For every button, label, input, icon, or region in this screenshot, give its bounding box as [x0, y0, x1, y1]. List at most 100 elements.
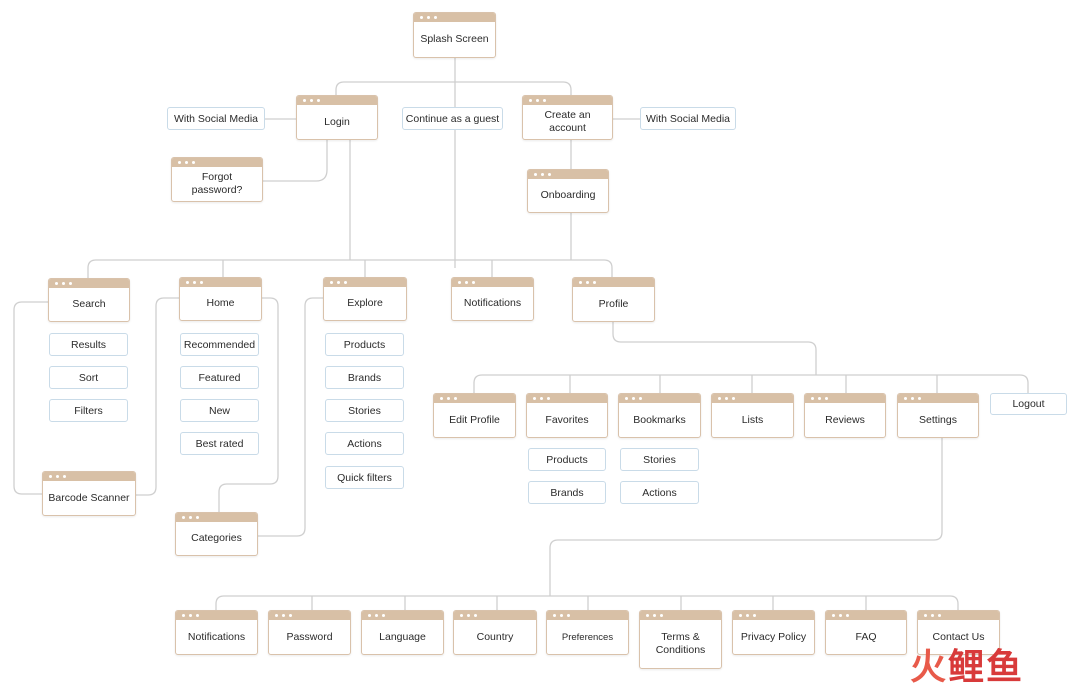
- home-item-featured[interactable]: Featured: [180, 366, 259, 389]
- screen-label: Language: [379, 630, 426, 643]
- search-item-filters[interactable]: Filters: [49, 399, 128, 422]
- window-dots-icon: [275, 613, 296, 618]
- logout-tag[interactable]: Logout: [990, 393, 1067, 415]
- barcode-scanner-screen-card[interactable]: Barcode Scanner: [42, 471, 136, 516]
- screen-label: Lists: [741, 413, 764, 426]
- screen-label: Edit Profile: [449, 413, 500, 426]
- window-dots-icon: [55, 281, 76, 286]
- settings-terms-card[interactable]: Terms & Conditions: [639, 610, 722, 669]
- window-dots-icon: [533, 396, 554, 401]
- window-dots-icon: [553, 613, 574, 618]
- settings-contact-us-card[interactable]: Contact Us: [917, 610, 1000, 655]
- window-dots-icon: [460, 613, 481, 618]
- screen-label: Terms & Conditions: [655, 631, 706, 656]
- favorites-item-products[interactable]: Products: [528, 448, 606, 471]
- watermark-part2: 鲤鱼: [948, 647, 1025, 688]
- window-dots-icon: [646, 613, 667, 618]
- screen-label: Favorites: [545, 413, 589, 426]
- window-dots-icon: [458, 280, 479, 285]
- window-dots-icon: [368, 613, 389, 618]
- window-dots-icon: [529, 98, 550, 103]
- screen-label: Password: [286, 630, 333, 643]
- screen-label: FAQ: [855, 630, 877, 643]
- screen-label: Contact Us: [932, 630, 985, 643]
- window-dots-icon: [904, 396, 925, 401]
- explore-item-stories[interactable]: Stories: [325, 399, 404, 422]
- window-dots-icon: [832, 613, 853, 618]
- search-screen-card[interactable]: Search: [48, 278, 130, 322]
- window-dots-icon: [579, 280, 600, 285]
- explore-item-products[interactable]: Products: [325, 333, 404, 356]
- window-dots-icon: [625, 396, 646, 401]
- social-media-right-tag[interactable]: With Social Media: [640, 107, 736, 130]
- window-dots-icon: [924, 613, 945, 618]
- screen-label: Notifications: [463, 297, 522, 309]
- window-dots-icon: [534, 172, 555, 177]
- reviews-screen-card[interactable]: Reviews: [804, 393, 886, 438]
- continue-as-guest-tag[interactable]: Continue as a guest: [402, 107, 503, 130]
- explore-screen-card[interactable]: Explore: [323, 277, 407, 321]
- screen-label: Home: [206, 297, 235, 309]
- settings-notifications-card[interactable]: Notifications: [175, 610, 258, 655]
- home-item-new[interactable]: New: [180, 399, 259, 422]
- search-item-results[interactable]: Results: [49, 333, 128, 356]
- bookmarks-item-actions[interactable]: Actions: [620, 481, 699, 504]
- settings-language-card[interactable]: Language: [361, 610, 444, 655]
- screen-label: Reviews: [825, 413, 865, 426]
- window-dots-icon: [420, 15, 441, 20]
- screen-label: Search: [72, 298, 106, 310]
- screen-label: Barcode Scanner: [48, 491, 130, 504]
- explore-item-actions[interactable]: Actions: [325, 432, 404, 455]
- window-dots-icon: [49, 474, 70, 479]
- bookmarks-screen-card[interactable]: Bookmarks: [618, 393, 701, 438]
- window-dots-icon: [739, 613, 760, 618]
- explore-item-quick-filters[interactable]: Quick filters: [325, 466, 404, 489]
- screen-label: Login: [324, 115, 350, 128]
- login-screen-card[interactable]: Login: [296, 95, 378, 140]
- home-item-recommended[interactable]: Recommended: [180, 333, 259, 356]
- notifications-screen-card[interactable]: Notifications: [451, 277, 534, 321]
- settings-preferences-card[interactable]: Preferences: [546, 610, 629, 655]
- profile-screen-card[interactable]: Profile: [572, 277, 655, 322]
- favorites-item-brands[interactable]: Brands: [528, 481, 606, 504]
- forgot-password-screen-card[interactable]: Forgot password?: [171, 157, 263, 202]
- settings-privacy-policy-card[interactable]: Privacy Policy: [732, 610, 815, 655]
- search-item-sort[interactable]: Sort: [49, 366, 128, 389]
- screen-label: Country: [476, 630, 514, 643]
- window-dots-icon: [811, 396, 832, 401]
- favorites-screen-card[interactable]: Favorites: [526, 393, 608, 438]
- settings-screen-card[interactable]: Settings: [897, 393, 979, 438]
- screen-label: Explore: [347, 297, 383, 309]
- screen-label: Profile: [598, 297, 629, 310]
- settings-faq-card[interactable]: FAQ: [825, 610, 907, 655]
- window-dots-icon: [178, 160, 199, 165]
- splash-screen-card[interactable]: Splash Screen: [413, 12, 496, 58]
- screen-label: Settings: [919, 413, 957, 426]
- explore-item-brands[interactable]: Brands: [325, 366, 404, 389]
- lists-screen-card[interactable]: Lists: [711, 393, 794, 438]
- watermark-part1: 火: [910, 647, 949, 688]
- screen-label: Splash Screen: [420, 33, 489, 45]
- screen-label: Categories: [191, 532, 242, 544]
- screen-label: Preferences: [561, 631, 614, 643]
- screen-label: Bookmarks: [633, 413, 686, 426]
- settings-password-card[interactable]: Password: [268, 610, 351, 655]
- edit-profile-screen-card[interactable]: Edit Profile: [433, 393, 516, 438]
- settings-country-card[interactable]: Country: [453, 610, 537, 655]
- onboarding-screen-card[interactable]: Onboarding: [527, 169, 609, 213]
- create-account-screen-card[interactable]: Create an account: [522, 95, 613, 140]
- screen-label: Create an account: [544, 109, 591, 134]
- home-item-best-rated[interactable]: Best rated: [180, 432, 259, 455]
- watermark-logo: 火鲤鱼: [910, 638, 1024, 690]
- window-dots-icon: [186, 280, 207, 285]
- screen-label: Notifications: [187, 630, 246, 643]
- categories-screen-card[interactable]: Categories: [175, 512, 258, 556]
- window-dots-icon: [718, 396, 739, 401]
- screen-label: Forgot password?: [191, 171, 243, 196]
- home-screen-card[interactable]: Home: [179, 277, 262, 321]
- bookmarks-item-stories[interactable]: Stories: [620, 448, 699, 471]
- screen-label: Onboarding: [540, 189, 596, 201]
- social-media-left-tag[interactable]: With Social Media: [167, 107, 265, 130]
- screen-label: Privacy Policy: [740, 630, 807, 643]
